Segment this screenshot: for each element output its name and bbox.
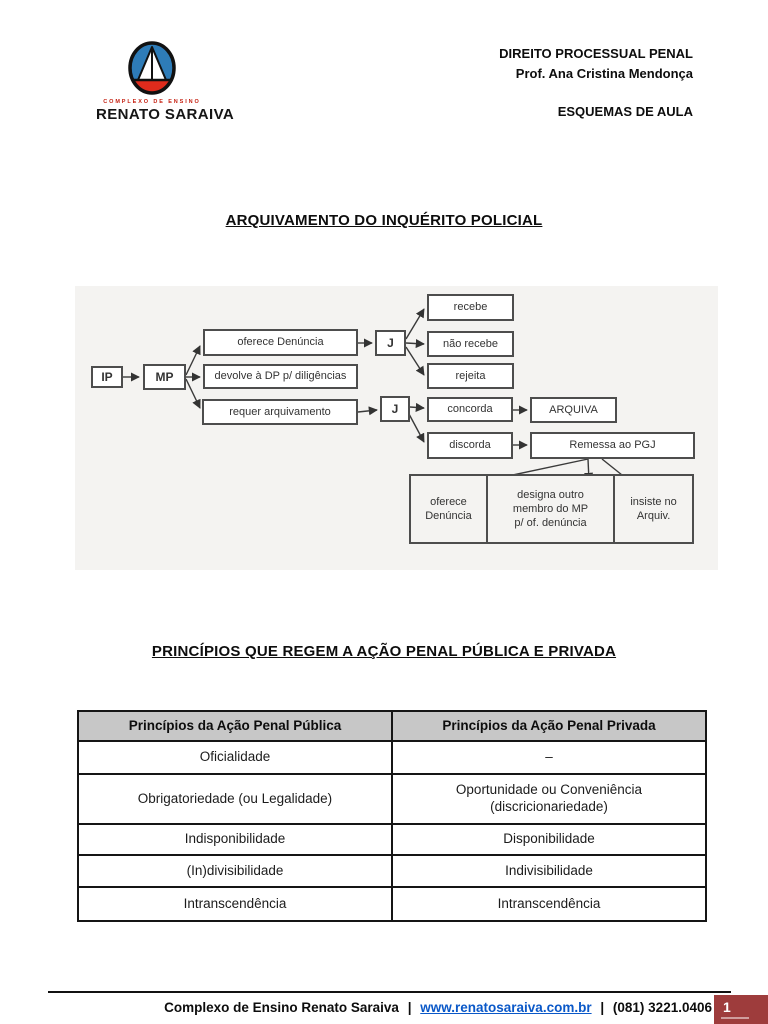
flowchart-arrows xyxy=(123,308,633,486)
table-cell: Intranscendência xyxy=(77,886,393,922)
table-cell: Oportunidade ou Conveniência (discricion… xyxy=(391,773,707,825)
table-header-privada: Princípios da Ação Penal Privada xyxy=(391,710,707,742)
footer-phone: (081) 3221.0406 xyxy=(612,1000,712,1015)
flow-node-discorda: discorda xyxy=(427,432,513,459)
flow-node-devolve-dp: devolve à DP p/ diligências xyxy=(203,364,358,389)
page-number-badge: 1 xyxy=(714,995,768,1024)
course-title: DIREITO PROCESSUAL PENAL xyxy=(499,46,693,61)
page-number: 1 xyxy=(723,999,731,1015)
table-header-row: Princípios da Ação Penal Pública Princíp… xyxy=(77,710,707,742)
flow-node-rejeita: rejeita xyxy=(427,363,514,389)
logo-name: RENATO SARAIVA xyxy=(96,106,235,123)
footer-text: Complexo de Ensino Renato Saraiva | www.… xyxy=(164,1000,712,1015)
flow-node-nao-recebe: não recebe xyxy=(427,331,514,357)
table-cell: (In)divisibilidade xyxy=(77,854,393,888)
table-row: Indisponibilidade Disponibilidade xyxy=(77,823,707,856)
table-header-publica: Princípios da Ação Penal Pública xyxy=(77,710,393,742)
flow-outcome-insiste-arquiv: insiste no Arquiv. xyxy=(615,476,692,542)
flow-node-juiz-2: J xyxy=(380,396,410,422)
table-cell: Intranscendência xyxy=(391,886,707,922)
footer-website-link[interactable]: www.renatosaraiva.com.br xyxy=(420,1000,592,1015)
table-cell: Oficialidade xyxy=(77,740,393,775)
flow-node-recebe: recebe xyxy=(427,294,514,321)
table-row: Oficialidade – xyxy=(77,740,707,775)
table-row: Obrigatoriedade (ou Legalidade) Oportuni… xyxy=(77,773,707,825)
flow-node-juiz-1: J xyxy=(375,330,406,356)
footer-org: Complexo de Ensino Renato Saraiva xyxy=(164,1000,399,1015)
logo-subtitle: COMPLEXO DE ENSINO xyxy=(103,99,201,105)
table-cell: Obrigatoriedade (ou Legalidade) xyxy=(77,773,393,825)
section-title-principios: PRINCÍPIOS QUE REGEM A AÇÃO PENAL PÚBLIC… xyxy=(151,643,617,660)
table-row: (In)divisibilidade Indivisibilidade xyxy=(77,854,707,888)
renato-saraiva-logo: COMPLEXO DE ENSINO RENATO SARAIVA xyxy=(96,40,235,123)
table-row: Intranscendência Intranscendência xyxy=(77,886,707,922)
flow-node-ip: IP xyxy=(91,366,123,388)
table-cell: Indisponibilidade xyxy=(77,823,393,856)
principles-table: Princípios da Ação Penal Pública Princíp… xyxy=(77,710,707,922)
outcome-line: insiste no xyxy=(630,495,677,508)
outcome-line: membro do MP xyxy=(512,502,589,515)
outcome-line: Denúncia xyxy=(425,510,472,522)
table-cell: Disponibilidade xyxy=(391,823,707,856)
flow-outcome-designa-outro: designa outro membro do MP p/ of. denúnc… xyxy=(488,476,616,542)
outcome-line: oferece xyxy=(430,495,467,508)
sailboat-logo-icon xyxy=(128,41,176,95)
table-cell: Indivisibilidade xyxy=(391,854,707,888)
outcome-line: Arquiv. xyxy=(636,510,671,522)
flow-node-requer-arquivamento: requer arquivamento xyxy=(202,399,358,425)
professor-name: Prof. Ana Cristina Mendonça xyxy=(515,66,693,81)
footer-separator: | xyxy=(407,1000,412,1015)
flow-node-arquiva: ARQUIVA xyxy=(530,397,617,423)
flow-outcomes-box: oferece Denúncia designa outro membro do… xyxy=(409,474,694,544)
section-title-arquivamento: ARQUIVAMENTO DO INQUÉRITO POLICIAL xyxy=(225,212,543,229)
flow-node-concorda: concorda xyxy=(427,397,513,422)
header-subtitle: ESQUEMAS DE AULA xyxy=(557,104,693,119)
flow-node-oferece-denuncia: oferece Denúncia xyxy=(203,329,358,356)
outcome-line: p/ of. denúncia xyxy=(514,517,587,530)
flowchart-arquivamento: IP MP oferece Denúncia devolve à DP p/ d… xyxy=(75,286,718,570)
flow-node-remessa-pgj: Remessa ao PGJ xyxy=(530,432,695,459)
table-cell: – xyxy=(391,740,707,775)
flow-outcome-oferece-denuncia: oferece Denúncia xyxy=(411,476,488,542)
flow-node-mp: MP xyxy=(143,364,186,390)
page-number-underline xyxy=(721,1017,749,1019)
footer-divider xyxy=(48,991,731,993)
outcome-line: designa outro xyxy=(517,488,584,501)
footer-separator: | xyxy=(600,1000,605,1015)
